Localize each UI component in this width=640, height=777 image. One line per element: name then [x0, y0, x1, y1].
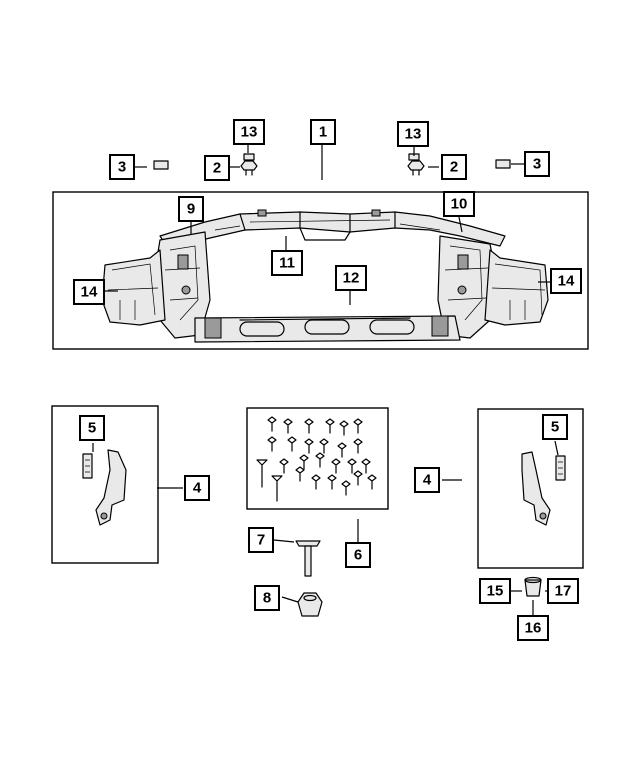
callout-4-left: 4: [184, 475, 210, 501]
callout-14-right-label: 14: [558, 273, 575, 290]
callout-11: 11: [271, 250, 303, 276]
callout-2-right: 2: [441, 154, 467, 180]
fastener-kit-frame-box: [246, 407, 389, 510]
callout-8: 8: [254, 585, 280, 611]
callout-2-left-label: 2: [213, 160, 221, 177]
callout-14-right: 14: [550, 268, 582, 294]
callout-3-left: 3: [109, 154, 135, 180]
callout-7: 7: [248, 527, 274, 553]
callout-17-label: 17: [555, 583, 572, 600]
callout-3-right: 3: [524, 151, 550, 177]
right-bracket-frame-box: [477, 408, 584, 569]
callout-8-label: 8: [263, 590, 271, 607]
callout-5-left-label: 5: [88, 420, 96, 437]
callout-15: 15: [479, 578, 511, 604]
part-8-nut: [297, 592, 323, 617]
radiator-support-assembly: [101, 209, 549, 343]
callout-5-right: 5: [542, 414, 568, 440]
radiator-support-frame-box: [52, 191, 589, 350]
callout-14-left-label: 14: [81, 284, 98, 301]
callout-4-right: 4: [414, 467, 440, 493]
part-7-bolt: [295, 540, 321, 577]
callout-7-label: 7: [257, 532, 265, 549]
callout-13-right-label: 13: [405, 126, 422, 143]
part-16-insert: [524, 576, 542, 597]
part-13-left-nut: [243, 153, 255, 161]
part-13-right-nut: [408, 153, 420, 161]
callout-16-label: 16: [525, 620, 542, 637]
callout-5-right-label: 5: [551, 419, 559, 436]
callout-2-right-label: 2: [450, 159, 458, 176]
callout-13-left-label: 13: [241, 124, 258, 141]
callout-5-left: 5: [79, 415, 105, 441]
callout-16: 16: [517, 615, 549, 641]
part-3-right-clip: [495, 159, 511, 169]
part-5-left-bracket: [82, 449, 127, 526]
callout-1: 1: [310, 119, 336, 145]
callout-12-label: 12: [343, 270, 360, 287]
callout-4-right-label: 4: [423, 472, 432, 489]
callout-3-right-label: 3: [533, 156, 541, 173]
callout-6: 6: [345, 542, 371, 568]
callout-14-left: 14: [73, 279, 105, 305]
callout-17: 17: [547, 578, 579, 604]
callout-10-label: 10: [451, 196, 468, 213]
left-bracket-frame-box: [51, 405, 159, 564]
callout-2-left: 2: [204, 155, 230, 181]
callout-15-label: 15: [487, 583, 504, 600]
part-6-fastener-kit: [256, 416, 377, 502]
leader-lines: [92, 144, 559, 615]
callout-3-left-label: 3: [118, 159, 126, 176]
callout-6-label: 6: [354, 547, 362, 564]
callout-12: 12: [335, 265, 367, 291]
callout-10: 10: [443, 191, 475, 217]
callout-13-right: 13: [397, 121, 429, 147]
callout-1-label: 1: [319, 124, 327, 141]
callout-9-label: 9: [187, 201, 195, 218]
part-2-right-push-pin: [407, 160, 425, 176]
callout-4-left-label: 4: [193, 480, 202, 497]
callout-13-left: 13: [233, 119, 265, 145]
part-3-left-clip: [153, 160, 169, 170]
part-5-right-bracket: [521, 451, 566, 526]
callout-9: 9: [178, 196, 204, 222]
part-2-left-push-pin: [240, 160, 258, 176]
callout-11-label: 11: [279, 255, 295, 272]
